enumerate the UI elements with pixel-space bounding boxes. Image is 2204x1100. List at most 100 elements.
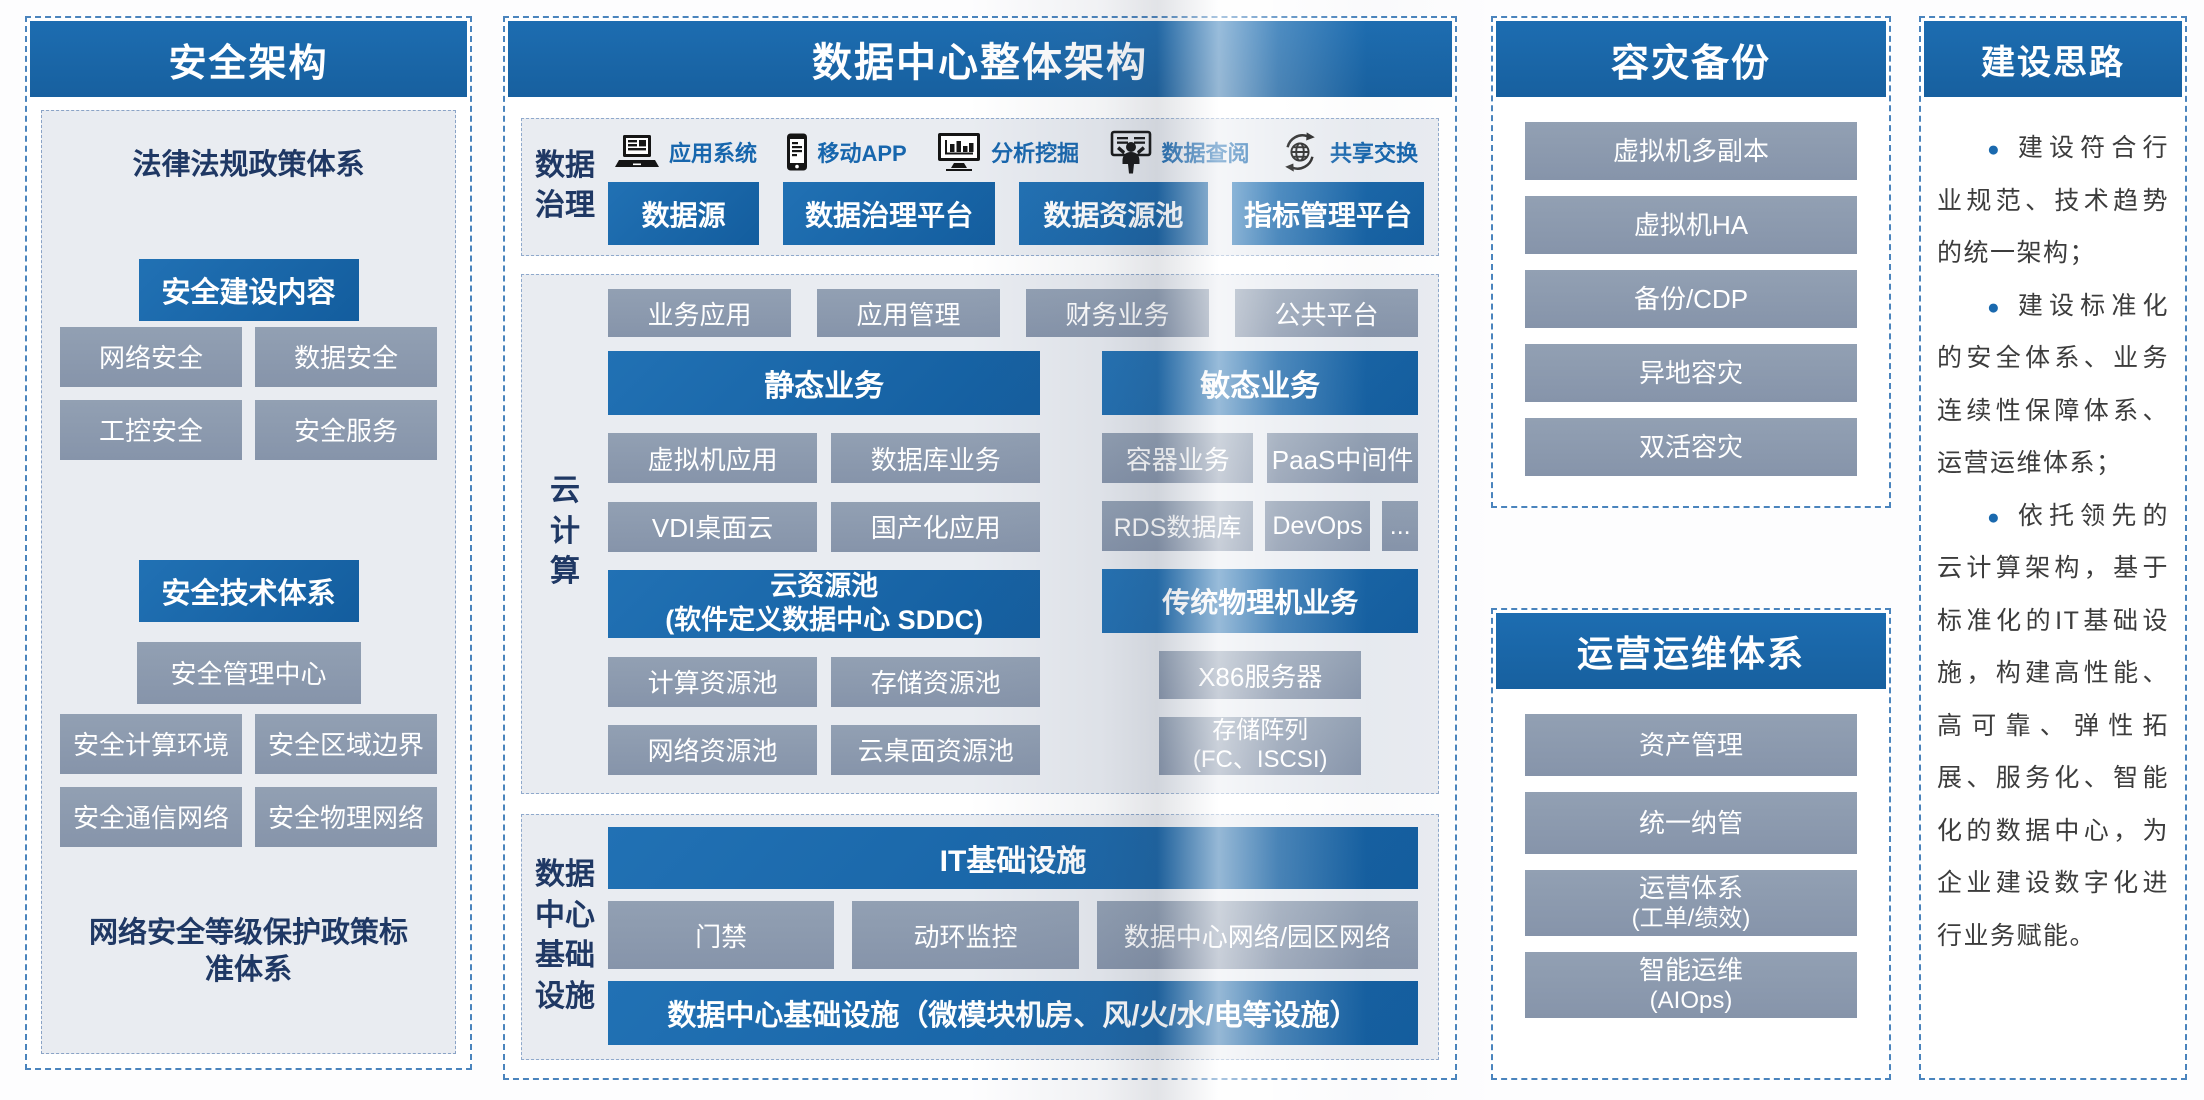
item-line1: 运营体系 [1638,872,1743,903]
security-tech-item: 安全通信网络 [60,786,242,847]
item-line1: 智能运维 [1638,954,1743,985]
item-line2: (AIOps) [1649,987,1733,1015]
disaster-item: 双活容灾 [1525,418,1857,476]
data-governance-section: 数据 治理 应用系统 移动APP [521,118,1439,256]
disaster-item: 异地容灾 [1525,344,1857,402]
channel-label: 分析挖掘 [991,141,1080,166]
channel-share-exchange: 共享交换 [1279,131,1418,173]
security-build-item: 安全服务 [255,399,437,460]
label-line: 治理 [535,189,595,222]
governance-channels-row: 应用系统 移动APP 分析挖掘 [608,127,1424,177]
static-business-column: 静态业务 虚拟机应用 数据库业务 VDI桌面云 国产化应用 云资源池 (软件定义… [608,351,1041,775]
channel-label: 应用系统 [669,141,758,166]
security-mgmt-center-box: 安全管理中心 [136,641,361,704]
share-globe-icon [1279,131,1321,173]
platform-box-indicator-platform: 指标管理平台 [1231,182,1424,245]
platform-box-data-pool: 数据资源池 [1018,182,1208,245]
label-line: 中心 [535,898,595,932]
it-infrastructure-bar: IT基础设施 [608,827,1418,889]
static-row: VDI桌面云 国产化应用 [608,501,1041,552]
security-panel-body: 法律法规政策体系 安全建设内容 网络安全 数据安全 工控安全 安全服务 安全技术… [41,110,456,1054]
static-business-header: 静态业务 [608,351,1041,415]
operations-item: 运营体系 (工单/绩效) [1525,870,1857,936]
idea-text: 依托领先的云计算架构，基于标准化的IT基础设施，构建高性能、高可靠、弹性拓展、服… [1937,501,2169,950]
agile-item: PaaS中间件 [1267,433,1419,483]
idea-bullet-paragraph: ●建设符合行业规范、技术趋势的统一架构； [1937,122,2169,280]
dc-infrastructure-content: IT基础设施 门禁 动环监控 数据中心网络/园区网络 数据中心基础设施（微模块机… [608,827,1418,1045]
agile-item-more: ... [1382,501,1418,551]
presenter-icon [1109,130,1153,174]
static-item: 数据库业务 [831,433,1041,484]
x86-server-box: X86服务器 [1159,651,1362,699]
channel-mobile-app: 移动APP [786,133,907,171]
operations-panel: 运营运维体系 资产管理 统一纳管 运营体系 (工单/绩效) 智能运维 (AIOp… [1491,608,1891,1080]
label-line: 数据 [535,858,595,891]
physical-business-header: 传统物理机业务 [1102,569,1418,633]
agile-item: DevOps [1264,501,1371,551]
security-tech-item: 安全区域边界 [255,713,437,774]
pool-item: 计算资源池 [608,656,818,707]
item-line1: 资产管理 [1638,729,1743,760]
channel-analytics: 分析挖掘 [936,132,1079,172]
static-item: 国产化应用 [831,501,1041,552]
disaster-item: 虚拟机HA [1525,196,1857,254]
channel-data-review: 数据查阅 [1109,130,1250,174]
laptop-icon [614,134,660,170]
cloud-computing-content: 业务应用 应用管理 财务业务 公共平台 静态业务 虚拟机应用 数据库业务 VDI… [608,289,1419,775]
cloud-apps-row: 业务应用 应用管理 财务业务 公共平台 [608,289,1418,337]
bullet-icon: ● [1987,295,2006,319]
idea-bullet-paragraph: ●依托领先的云计算架构，基于标准化的IT基础设施，构建高性能、高可靠、弹性拓展、… [1937,490,2169,963]
pool-header-line2: (软件定义数据中心 SDDC) [665,605,984,636]
facility-row: 门禁 动环监控 数据中心网络/园区网络 [608,901,1418,969]
security-build-item: 数据安全 [255,326,437,387]
channel-label: 移动APP [817,141,907,166]
operations-items-stack: 资产管理 统一纳管 运营体系 (工单/绩效) 智能运维 (AIOps) [1493,692,1889,1018]
security-build-item: 工控安全 [60,399,242,460]
chart-monitor-icon [936,132,982,172]
agile-row: 容器业务 PaaS中间件 [1102,433,1419,483]
app-box: 应用管理 [817,289,1000,337]
disaster-item: 虚拟机多副本 [1525,122,1857,180]
operations-panel-title: 运营运维体系 [1496,613,1886,689]
bullet-icon: ● [1987,505,2006,529]
data-governance-content: 应用系统 移动APP 分析挖掘 [608,127,1424,245]
app-box: 财务业务 [1026,289,1209,337]
data-governance-label: 数据 治理 [522,127,608,245]
channel-label: 数据查阅 [1161,141,1250,166]
channel-label: 共享交换 [1329,141,1418,166]
agile-item: 容器业务 [1102,433,1254,483]
security-build-item: 网络安全 [60,326,242,387]
cloud-pool-header: 云资源池 (软件定义数据中心 SDDC) [608,570,1041,639]
operations-item: 智能运维 (AIOps) [1525,952,1857,1018]
operations-item: 资产管理 [1525,714,1857,776]
agile-business-header: 敏态业务 [1102,351,1418,415]
security-build-header: 安全建设内容 [138,258,359,321]
cloud-computing-label: 云 计 算 [522,289,608,775]
disaster-panel-title: 容灾备份 [1496,21,1886,97]
bullet-icon: ● [1987,138,2006,161]
mobile-icon [786,133,808,171]
security-tech-item: 安全计算环境 [60,713,242,774]
security-panel-title: 安全架构 [30,21,467,97]
disaster-items-stack: 虚拟机多副本 虚拟机HA 备份/CDP 异地容灾 双活容灾 [1493,100,1889,476]
pool-row: 网络资源池 云桌面资源池 [608,724,1041,775]
item-line1: 统一纳管 [1638,807,1743,838]
pool-header-line1: 云资源池 [770,571,879,602]
datacenter-panel-title: 数据中心整体架构 [508,21,1452,97]
label-line: 基础 [535,939,595,972]
storage-line2: (FC、ISCSI) [1192,746,1328,773]
idea-text: 建设标准化的安全体系、业务连续性保障体系、运营运维体系； [1937,291,2169,478]
dc-infrastructure-label: 数据 中心 基础 设施 [522,827,608,1045]
security-tech-header: 安全技术体系 [138,559,359,622]
label-line: 算 [550,555,580,589]
facility-item: 门禁 [608,901,835,969]
idea-bullet-paragraph: ●建设标准化的安全体系、业务连续性保障体系、运营运维体系； [1937,280,2169,490]
agile-item: RDS数据库 [1102,501,1253,551]
storage-array-box: 存储阵列 (FC、ISCSI) [1159,717,1362,775]
item-line2: (工单/绩效) [1631,905,1751,933]
facility-item: 数据中心网络/园区网络 [1096,901,1418,969]
static-row: 虚拟机应用 数据库业务 [608,433,1041,484]
label-line: 数据 [535,148,595,182]
facility-item: 动环监控 [852,901,1079,969]
app-box: 公共平台 [1235,289,1418,337]
